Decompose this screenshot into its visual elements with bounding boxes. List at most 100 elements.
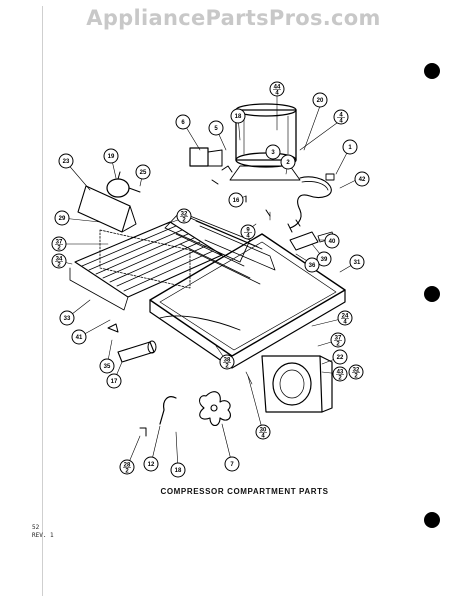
base-tray (149, 233, 346, 357)
callout-quantity: 2 (182, 218, 186, 224)
callout-label: 34 (56, 257, 63, 263)
callout-label: 32 (353, 368, 360, 374)
diagram-caption: COMPRESSOR COMPARTMENT PARTS (160, 487, 329, 496)
page-number: 52 (32, 524, 40, 531)
callout-4 (333, 109, 349, 125)
callout-7 (224, 456, 240, 472)
callout-label: 17 (111, 379, 118, 385)
callout-label: 41 (76, 335, 83, 341)
callout-label: 42 (359, 177, 366, 183)
callout-9 (240, 224, 256, 240)
callout-label: 12 (148, 462, 155, 468)
wire-harness (289, 176, 332, 229)
callout-1 (342, 139, 358, 155)
callout-label: 37 (56, 240, 63, 246)
callout-label: 1 (348, 145, 352, 151)
relay (189, 147, 209, 167)
callout-label: 3 (271, 150, 275, 156)
callout-18a (230, 108, 246, 124)
callout-quantity: 4 (339, 119, 343, 125)
binder-hole-bottom (424, 512, 440, 528)
callout-label: 31 (354, 260, 361, 266)
callout-quantity: 4 (275, 91, 279, 97)
callout-40 (324, 233, 340, 249)
callout-quantity: 2 (57, 263, 61, 269)
callout-35 (99, 358, 115, 374)
callout-label: 28 (124, 463, 131, 469)
callout-44 (269, 81, 285, 97)
callout-29 (54, 210, 70, 226)
page-frame (42, 6, 465, 596)
callout-37b (330, 332, 346, 348)
callout-label: 25 (140, 170, 147, 176)
callout-label: 23 (63, 159, 70, 165)
coil-bracket (77, 185, 131, 233)
callout-34 (51, 253, 67, 269)
callout-label: 2 (286, 160, 290, 166)
callout-label: 29 (59, 216, 66, 222)
callout-39 (316, 251, 332, 267)
callout-12 (143, 456, 159, 472)
fan-shroud (261, 355, 333, 413)
fan-motor (106, 178, 130, 198)
callout-label: 7 (230, 462, 234, 468)
callout-label: 33 (64, 316, 71, 322)
callout-label: 43 (337, 370, 344, 376)
callout-33 (59, 310, 75, 326)
callout-38 (219, 354, 235, 370)
callout-label: 18 (175, 468, 182, 474)
callout-label: 4 (339, 113, 343, 119)
callout-quantity: 4 (261, 434, 265, 440)
callout-18b (170, 462, 186, 478)
callout-label: 24 (342, 314, 349, 320)
callout-label: 40 (329, 239, 336, 245)
callout-16 (228, 192, 244, 208)
callout-label: 37 (335, 336, 342, 342)
callout-quantity: 2 (338, 376, 342, 382)
callout-quantity: 2 (125, 469, 129, 475)
callout-32b (348, 364, 364, 380)
callout-36 (304, 257, 320, 273)
watermark: AppliancePartsPros.com (86, 6, 381, 30)
callout-41 (71, 329, 87, 345)
callout-24 (337, 310, 353, 326)
callout-label: 35 (104, 364, 111, 370)
callout-19 (103, 148, 119, 164)
callout-label: 9 (246, 228, 250, 234)
callout-quantity: 2 (354, 374, 358, 380)
callout-quantity: 2 (57, 246, 61, 252)
callout-5 (208, 120, 224, 136)
callout-label: 32 (181, 212, 188, 218)
callout-label: 44 (274, 85, 281, 91)
callout-label: 22 (337, 355, 344, 361)
callout-label: 16 (233, 198, 240, 204)
callout-42 (354, 171, 370, 187)
callout-label: 30 (260, 428, 267, 434)
callout-label: 6 (181, 120, 185, 126)
callout-label: 19 (108, 154, 115, 160)
callout-label: 5 (214, 126, 218, 132)
callout-quantity: 4 (246, 234, 250, 240)
callout-23 (58, 153, 74, 169)
callout-3 (265, 144, 281, 160)
callout-17 (106, 373, 122, 389)
callout-20 (312, 92, 328, 108)
callout-label: 39 (321, 257, 328, 263)
callout-quantity: 2 (225, 364, 229, 370)
callout-43 (332, 366, 348, 382)
binder-hole-middle (424, 286, 440, 302)
callout-25 (135, 164, 151, 180)
callout-quantity: 4 (343, 320, 347, 326)
callout-30 (255, 424, 271, 440)
callout-2 (280, 154, 296, 170)
callout-31 (349, 254, 365, 270)
callout-37a (51, 236, 67, 252)
callout-22 (332, 349, 348, 365)
callout-label: 36 (309, 263, 316, 269)
callout-6 (175, 114, 191, 130)
condenser-coil (69, 211, 276, 311)
binder-hole-top (424, 63, 440, 79)
revision-label: REV. 1 (32, 532, 54, 539)
callout-quantity: 2 (336, 342, 340, 348)
